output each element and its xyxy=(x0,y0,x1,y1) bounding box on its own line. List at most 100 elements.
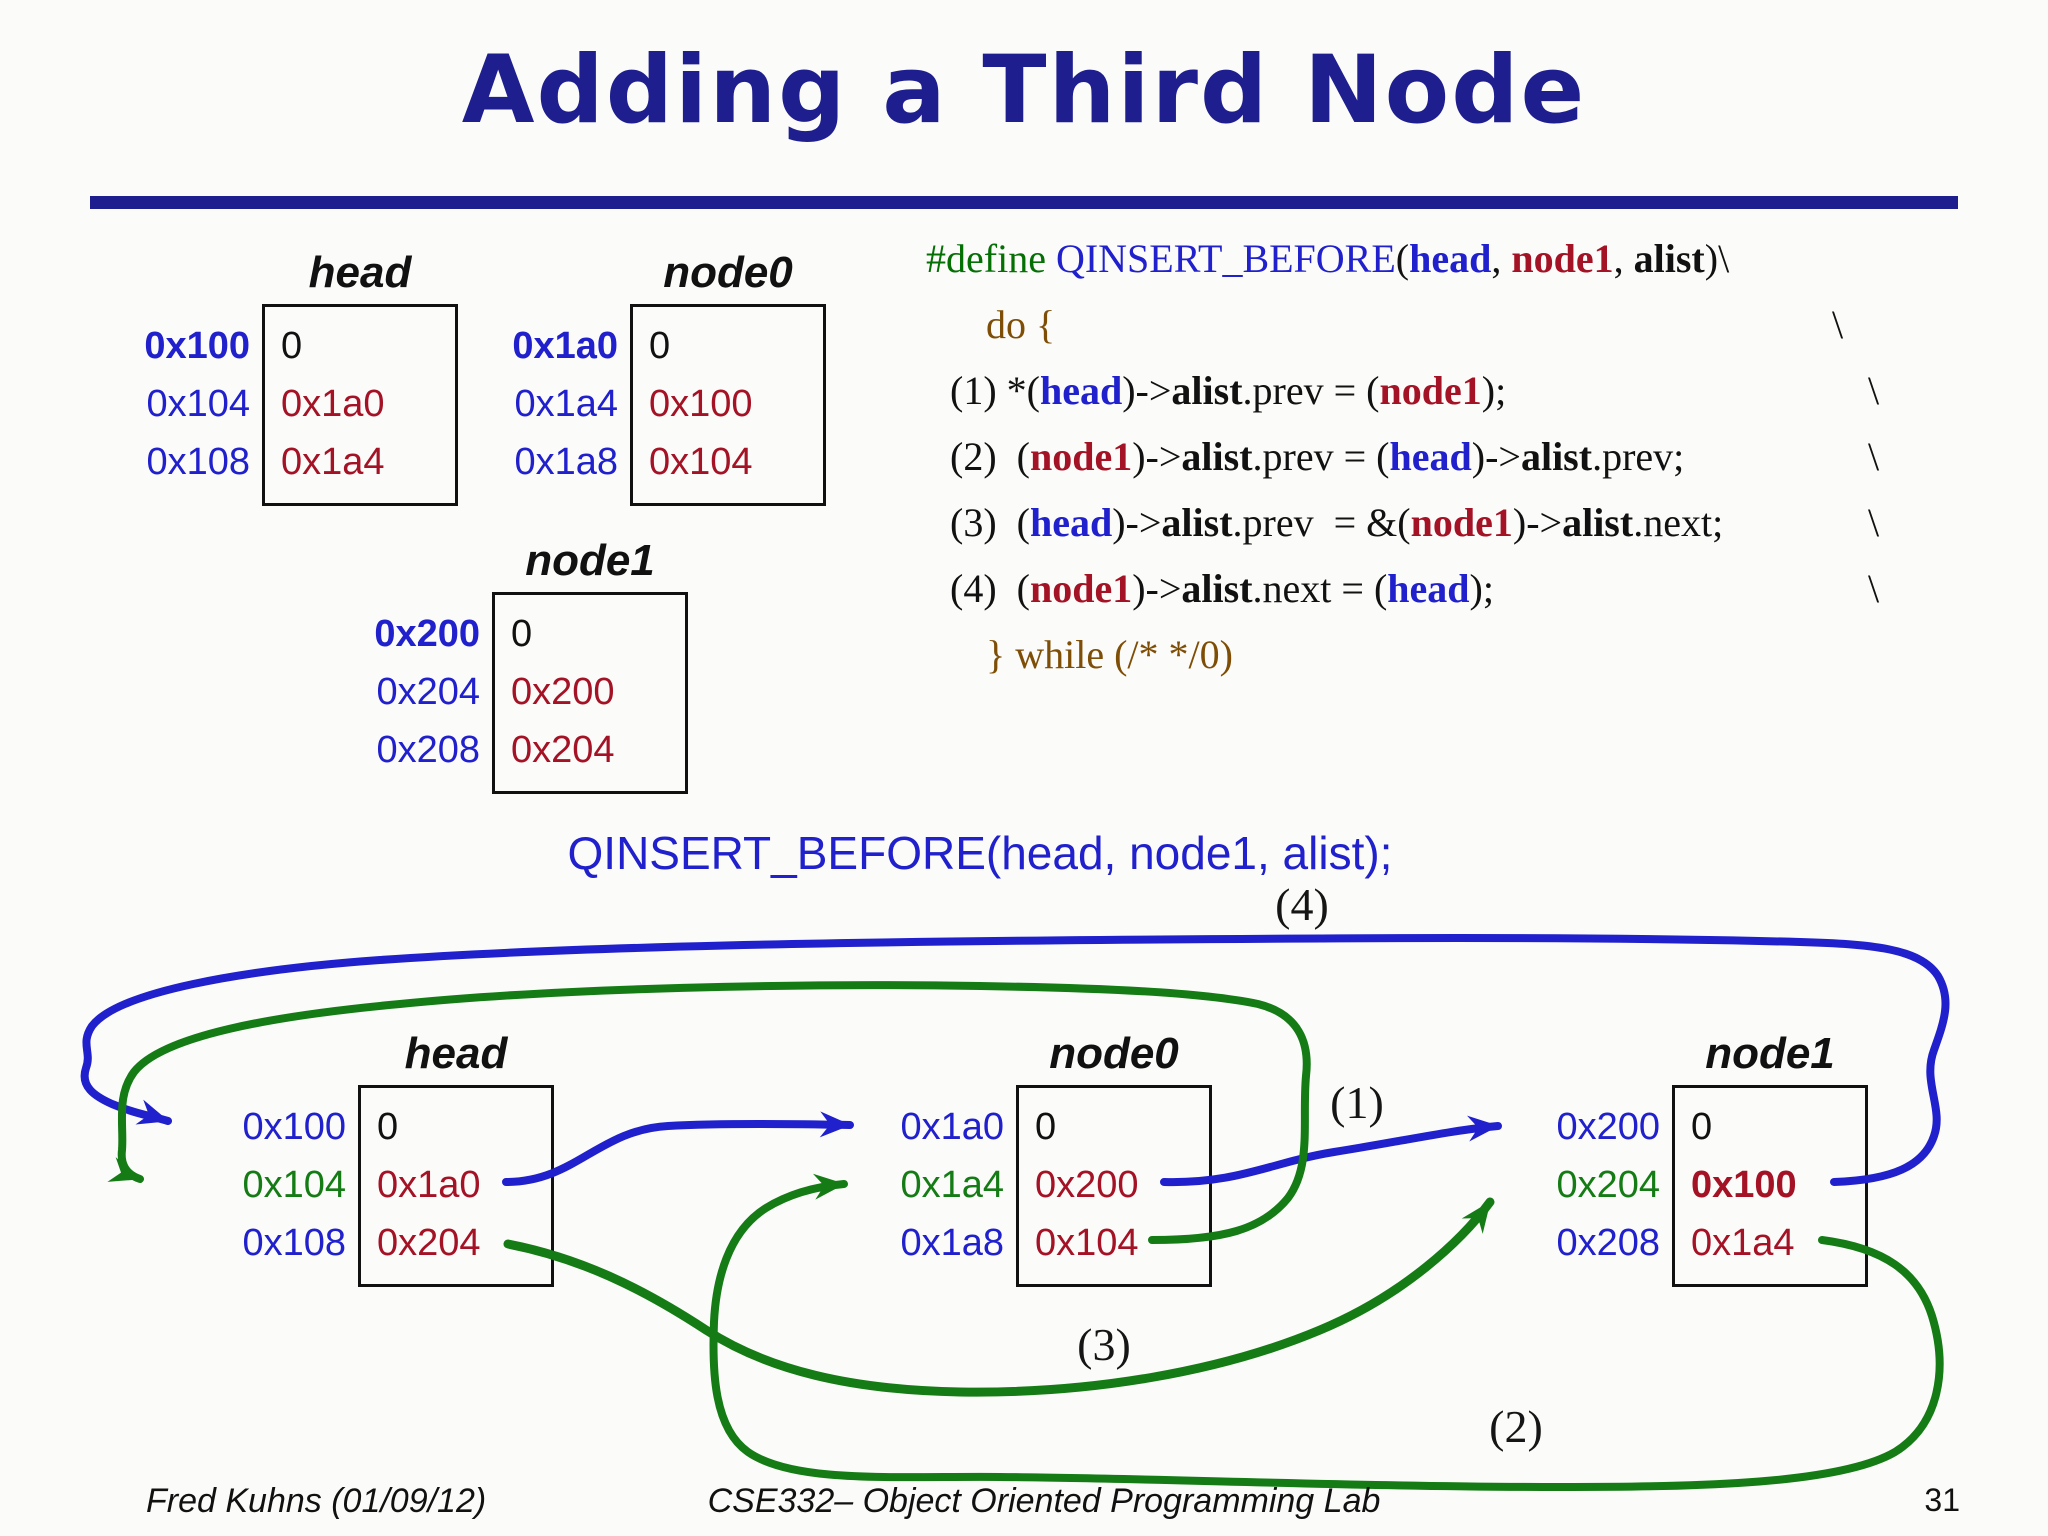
code-segment: )-> xyxy=(1471,434,1521,479)
mem-address: 0x200 xyxy=(1556,1106,1660,1148)
code-segment: )-> xyxy=(1112,500,1162,545)
code-line: (4) (node1)->alist.next = (head);\ xyxy=(926,556,1926,622)
mem-value: 0 xyxy=(649,325,671,367)
code-segment: head xyxy=(1039,368,1123,413)
mem-address: 0x108 xyxy=(242,1222,346,1264)
table-title: node0 xyxy=(1049,1029,1179,1078)
code-segment: alist xyxy=(1161,500,1233,545)
mem-value: 0x100 xyxy=(1691,1164,1797,1206)
code-segment: .next = ( xyxy=(1252,566,1388,611)
code-segment: .prev = ( xyxy=(1242,368,1380,413)
mem-value: 0 xyxy=(1035,1106,1057,1148)
mem-value: 0 xyxy=(511,613,533,655)
code-segment: alist xyxy=(1633,236,1705,281)
code-segment: node1 xyxy=(1029,434,1133,479)
code-segment: QINSERT_BEFORE xyxy=(1045,236,1396,281)
mem-value: 0 xyxy=(281,325,303,367)
code-segment: ( xyxy=(1395,236,1410,281)
mem-value: 0x204 xyxy=(377,1222,481,1264)
code-segment: node1 xyxy=(1029,566,1133,611)
code-line: do { \ xyxy=(926,292,1926,358)
code-segment: )-> xyxy=(1132,434,1182,479)
mem-value: 0x104 xyxy=(1035,1222,1139,1264)
table-title: node0 xyxy=(663,248,793,297)
footer-page-number: 31 xyxy=(1924,1482,1960,1518)
code-segment: .prev = &( xyxy=(1232,500,1411,545)
mem-address: 0x1a8 xyxy=(900,1222,1004,1264)
memory-box: 0 0x200 0x104 xyxy=(1016,1085,1212,1287)
table-title: node1 xyxy=(525,536,655,585)
code-segment: do { xyxy=(986,302,1056,347)
code-segment: (2) ( xyxy=(950,434,1030,479)
code-segment: alist xyxy=(1520,434,1593,479)
address-column: 0x1a0 0x1a4 0x1a8 xyxy=(804,1098,1004,1272)
line-continuation: \ xyxy=(1868,434,1880,479)
mem-value: 0 xyxy=(1691,1106,1713,1148)
code-segment: , xyxy=(1491,236,1512,281)
mem-value: 0x100 xyxy=(649,383,753,425)
mem-address: 0x1a0 xyxy=(512,325,618,367)
memory-box: 0 0x1a0 0x1a4 xyxy=(262,304,458,506)
code-segment: head xyxy=(1387,566,1470,611)
arrow-head-next-to-node0 xyxy=(502,1111,854,1186)
mem-address: 0x200 xyxy=(374,613,480,655)
code-segment: , xyxy=(1613,236,1634,281)
memory-box: 0 0x100 0x1a4 xyxy=(1672,1085,1868,1287)
code-segment: .prev; xyxy=(1592,434,1685,479)
mem-address: 0x1a4 xyxy=(514,383,618,425)
code-segment: )-> xyxy=(1512,500,1563,545)
step-label-1: (1) xyxy=(1330,1077,1384,1128)
code-segment: alist xyxy=(1181,434,1253,479)
line-continuation: \ xyxy=(1832,302,1844,347)
code-line: (3) (head)->alist.prev = &(node1)->alist… xyxy=(926,490,1926,556)
table-title: node1 xyxy=(1705,1029,1835,1078)
footer-course: CSE332– Object Oriented Programming Lab xyxy=(707,1482,1381,1520)
mem-value: 0x200 xyxy=(1035,1164,1139,1206)
code-segment: node1 xyxy=(1511,236,1614,281)
code-segment: head xyxy=(1409,236,1492,281)
mem-address: 0x1a4 xyxy=(900,1164,1004,1206)
mem-address: 0x1a0 xyxy=(900,1106,1004,1148)
code-segment: (4) ( xyxy=(950,566,1030,611)
code-segment: ); xyxy=(1481,368,1507,413)
slide-title: Adding a Third Node xyxy=(461,36,1587,145)
code-segment: .next; xyxy=(1633,500,1724,545)
code-segment: alist xyxy=(1562,500,1634,545)
code-segment: ); xyxy=(1469,566,1494,611)
code-line: (1) *(head)->alist.prev = (node1);\ xyxy=(926,358,1926,424)
mem-value: 0x1a4 xyxy=(1691,1222,1795,1264)
mem-value: 0x1a0 xyxy=(281,383,385,425)
code-segment: )-> xyxy=(1122,368,1172,413)
title-rule xyxy=(90,196,1958,209)
code-segment: } while (/* */0) xyxy=(986,632,1233,677)
mem-value: 0x1a4 xyxy=(281,441,385,483)
memory-table-node0-result: node0 0x1a0 0x1a4 0x1a8 0 0x200 0x104 xyxy=(900,1029,1212,1287)
code-segment: (1) *( xyxy=(950,368,1040,413)
footer-author: Fred Kuhns (01/09/12) xyxy=(146,1482,487,1520)
mem-address: 0x108 xyxy=(146,441,250,483)
code-segment: )-> xyxy=(1132,566,1182,611)
code-segment: .prev = ( xyxy=(1252,434,1390,479)
code-line: #define QINSERT_BEFORE(head, node1, alis… xyxy=(926,226,1926,292)
mem-address: 0x208 xyxy=(1556,1222,1660,1264)
arrow-step1-node0-next-to-node1 xyxy=(1160,1115,1502,1187)
mem-address: 0x104 xyxy=(146,383,250,425)
code-segment: )\ xyxy=(1704,236,1730,281)
macro-definition-code: #define QINSERT_BEFORE(head, node1, alis… xyxy=(926,226,1926,688)
step-label-4: (4) xyxy=(1275,879,1329,930)
code-segment: head xyxy=(1389,434,1472,479)
mem-value: 0 xyxy=(377,1106,399,1148)
code-segment: alist xyxy=(1181,566,1253,611)
line-continuation: \ xyxy=(1868,368,1880,413)
